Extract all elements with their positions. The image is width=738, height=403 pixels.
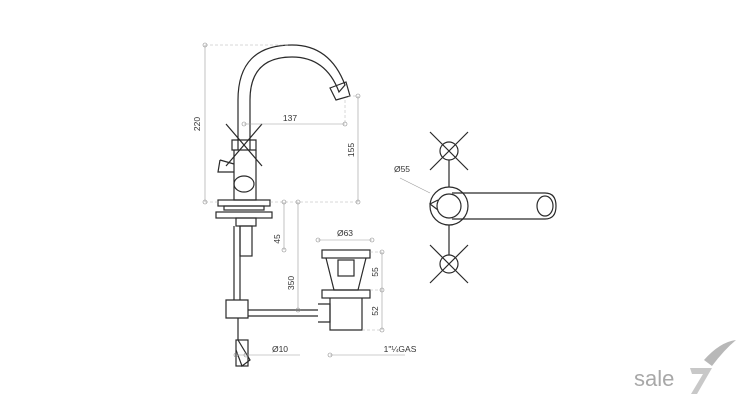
label-waste-lower: 52 bbox=[370, 306, 380, 316]
seven-mark-icon bbox=[690, 368, 712, 394]
label-thread: 1"¼GAS bbox=[384, 344, 417, 354]
label-rosette-diameter: Ø55 bbox=[394, 164, 410, 174]
label-rod-diameter: Ø10 bbox=[272, 344, 288, 354]
dimension-labels: 220 137 155 45 350 Ø63 55 52 Ø10 1"¼GAS … bbox=[192, 113, 417, 354]
waste-drain bbox=[248, 249, 371, 331]
label-mount-depth: 45 bbox=[272, 234, 282, 244]
tap-side-view bbox=[215, 44, 351, 367]
label-height-total: 220 bbox=[192, 117, 202, 131]
dimension-lines bbox=[202, 42, 431, 358]
label-spout-height: 155 bbox=[346, 143, 356, 157]
label-rod-length: 350 bbox=[286, 276, 296, 290]
brand-logo: sale bbox=[634, 340, 736, 394]
brand-name: sale bbox=[634, 366, 674, 391]
label-waste-diameter: Ø63 bbox=[337, 228, 353, 238]
tap-top-view bbox=[428, 131, 557, 284]
label-waste-upper: 55 bbox=[370, 267, 380, 277]
label-reach: 137 bbox=[283, 113, 297, 123]
